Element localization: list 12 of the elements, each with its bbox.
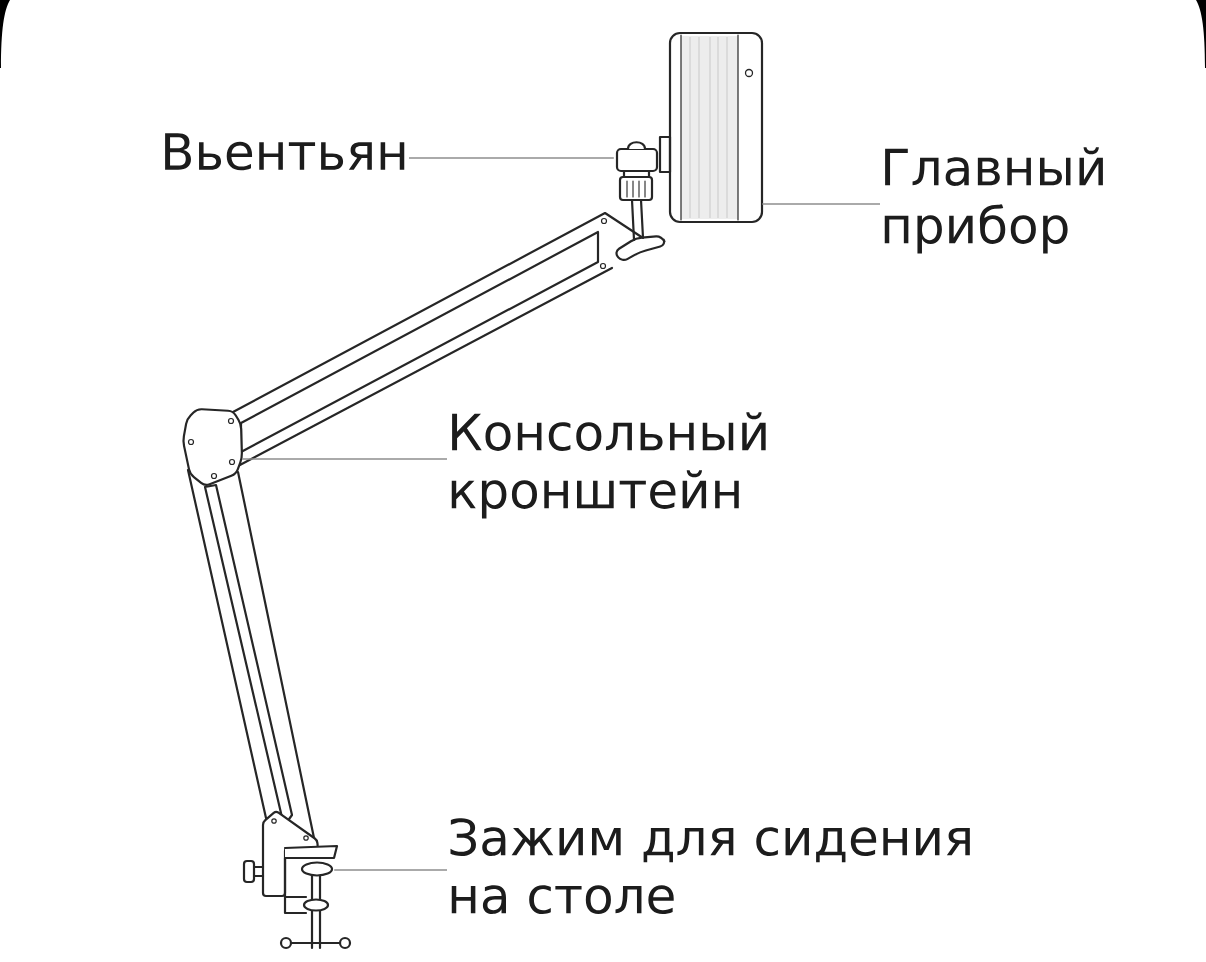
leader-line [241,458,448,460]
ball-head [615,135,672,242]
arm-joint [182,408,243,486]
desk-clamp [242,810,352,950]
leader-line [333,869,448,871]
part-label: Вьентьян [165,133,405,171]
leader-line [408,157,615,159]
device-body [668,31,764,224]
leader-line [761,203,881,205]
part-label: Главный прибор [884,147,1103,254]
part-label: Зажим для сидения на столе [450,818,970,914]
part-label: Консольный кронштейн [451,412,766,519]
